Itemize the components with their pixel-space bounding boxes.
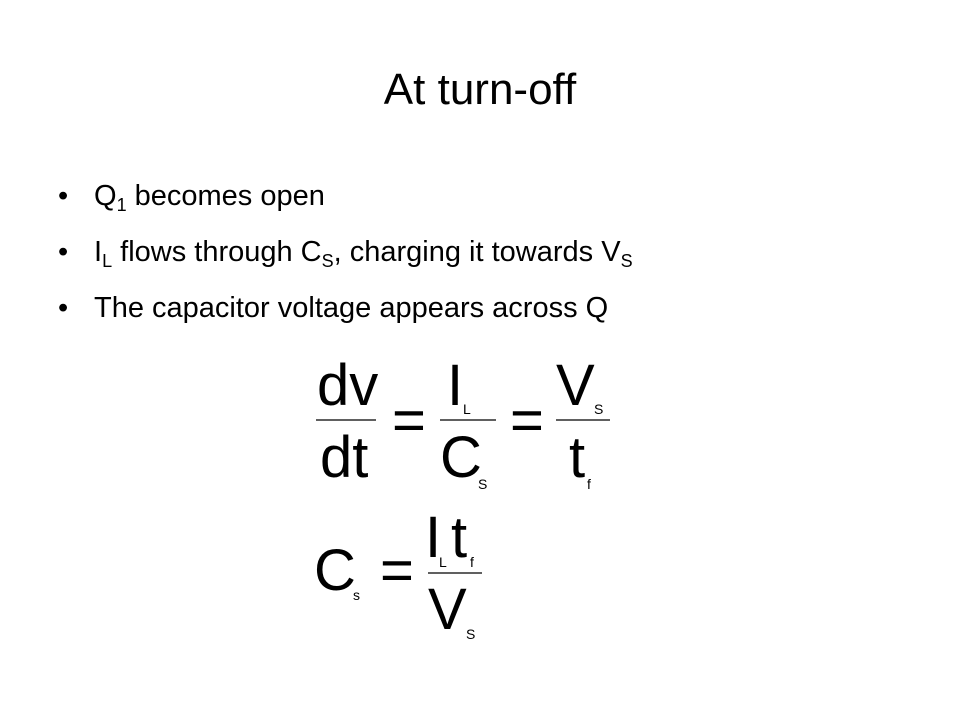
fraction-denominator: dt bbox=[320, 425, 368, 490]
subscript: S bbox=[594, 401, 603, 417]
fraction-denominator: C bbox=[440, 425, 482, 490]
fraction-numerator: I bbox=[425, 505, 441, 570]
equals-sign: = bbox=[380, 538, 414, 603]
subscript: f bbox=[587, 476, 591, 492]
bullet-list: • Q1 becomes open • IL flows through CS,… bbox=[58, 176, 633, 344]
fraction-denominator: V bbox=[428, 577, 467, 642]
bullet-item: • Q1 becomes open bbox=[58, 176, 633, 232]
subscript: L bbox=[463, 401, 471, 417]
fraction-denominator: t bbox=[569, 425, 585, 490]
subscript: 1 bbox=[116, 195, 127, 215]
equals-sign: = bbox=[510, 388, 544, 453]
bullet-text: Q bbox=[94, 180, 117, 212]
bullet-text: The capacitor voltage appears across Q bbox=[94, 292, 609, 324]
slide-title: At turn-off bbox=[383, 65, 577, 114]
subscript: S bbox=[620, 251, 633, 271]
subscript: s bbox=[353, 587, 360, 603]
subscript: S bbox=[321, 251, 334, 271]
subscript: S bbox=[478, 476, 487, 492]
fraction-numerator: V bbox=[556, 353, 595, 418]
fraction-numerator: dv bbox=[317, 353, 378, 418]
bullet-dot-icon: • bbox=[58, 292, 69, 324]
subscript: S bbox=[466, 626, 475, 642]
bullet-item: • IL flows through CS, charging it towar… bbox=[58, 232, 633, 288]
fraction-numerator: I bbox=[447, 353, 463, 418]
subscript: f bbox=[470, 554, 474, 570]
bullet-dot-icon: • bbox=[58, 236, 69, 268]
equals-sign: = bbox=[392, 388, 426, 453]
bullet-text: becomes open bbox=[126, 180, 325, 212]
bullet-text: I bbox=[94, 236, 103, 268]
equation-lhs: C bbox=[314, 538, 356, 603]
equation-2: C s = I L t f V S bbox=[314, 505, 482, 642]
bullet-text: flows through C bbox=[112, 236, 322, 268]
subscript: L bbox=[439, 554, 447, 570]
bullet-item: • The capacitor voltage appears across Q bbox=[58, 288, 633, 344]
fraction-numerator: t bbox=[451, 505, 467, 570]
equation-1: dv dt = I L C S = V S t f bbox=[316, 353, 610, 492]
bullet-dot-icon: • bbox=[58, 180, 69, 212]
subscript: L bbox=[102, 251, 113, 271]
bullet-text: , charging it towards V bbox=[333, 236, 621, 268]
